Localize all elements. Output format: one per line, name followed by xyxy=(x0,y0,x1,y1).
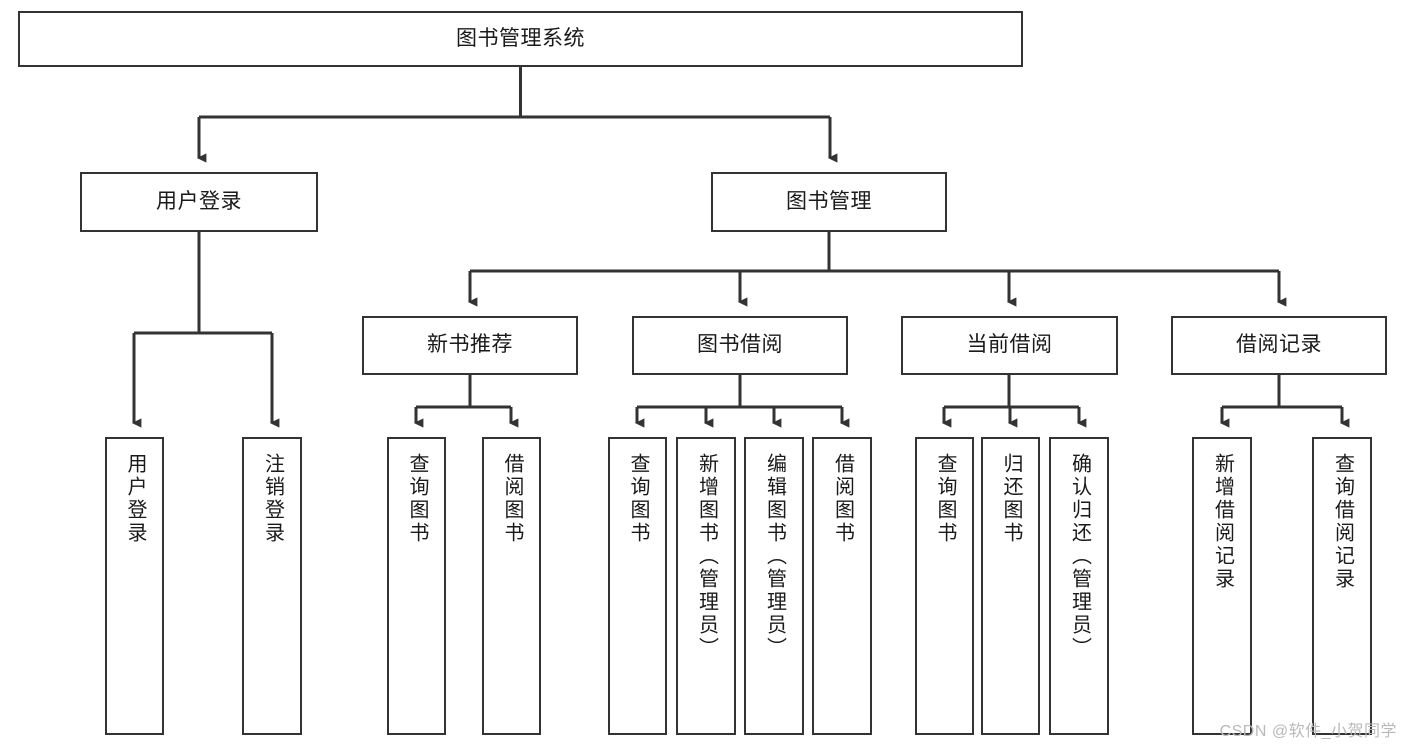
node-leaf-query-book-1[interactable]: 查询图书 xyxy=(387,437,446,735)
node-leaf-borrow-book-2[interactable]: 借阅图书 xyxy=(812,437,872,735)
node-leaf-logout[interactable]: 注销登录 xyxy=(242,437,302,735)
node-leaf-user-login-label: 用户登录 xyxy=(124,453,146,545)
node-book-borrow[interactable]: 图书借阅 xyxy=(632,316,848,375)
node-leaf-query-borrow-record[interactable]: 查询借阅记录 xyxy=(1312,437,1372,735)
node-leaf-borrow-book-1[interactable]: 借阅图书 xyxy=(482,437,541,735)
node-leaf-borrow-book-2-label: 借阅图书 xyxy=(831,453,854,545)
node-book-manage-label: 图书管理 xyxy=(786,189,872,213)
node-leaf-edit-book-admin[interactable]: 编辑图书（管理员） xyxy=(744,437,804,735)
node-leaf-return-book-label: 归还图书 xyxy=(1000,453,1022,545)
node-leaf-edit-book-admin-label: 编辑图书（管理员） xyxy=(763,453,786,660)
node-current-borrow[interactable]: 当前借阅 xyxy=(901,316,1118,375)
node-leaf-add-borrow-record[interactable]: 新增借阅记录 xyxy=(1192,437,1252,735)
node-new-book-recommend[interactable]: 新书推荐 xyxy=(362,316,578,375)
node-leaf-add-book-admin-label: 新增图书（管理员） xyxy=(695,453,718,660)
node-leaf-add-borrow-record-label: 新增借阅记录 xyxy=(1211,453,1234,591)
node-borrow-record-label: 借阅记录 xyxy=(1236,333,1322,357)
node-root-label: 图书管理系统 xyxy=(456,26,585,50)
node-leaf-borrow-book-1-label: 借阅图书 xyxy=(501,453,523,545)
node-leaf-confirm-return-admin[interactable]: 确认归还（管理员） xyxy=(1049,437,1109,735)
node-leaf-query-book-2-label: 查询图书 xyxy=(627,453,649,545)
node-leaf-query-book-3[interactable]: 查询图书 xyxy=(915,437,974,735)
node-user-login-label: 用户登录 xyxy=(156,189,242,213)
node-leaf-query-borrow-record-label: 查询借阅记录 xyxy=(1331,453,1354,591)
node-root[interactable]: 图书管理系统 xyxy=(18,11,1023,67)
node-leaf-query-book-3-label: 查询图书 xyxy=(934,453,956,545)
node-borrow-record[interactable]: 借阅记录 xyxy=(1171,316,1387,375)
node-book-manage[interactable]: 图书管理 xyxy=(711,172,947,232)
csdn-watermark: CSDN @软件_小贺同学 xyxy=(1219,723,1397,740)
node-leaf-confirm-return-admin-label: 确认归还（管理员） xyxy=(1068,453,1091,660)
node-leaf-add-book-admin[interactable]: 新增图书（管理员） xyxy=(676,437,736,735)
node-leaf-query-book-2[interactable]: 查询图书 xyxy=(608,437,667,735)
node-leaf-query-book-1-label: 查询图书 xyxy=(406,453,428,545)
node-book-borrow-label: 图书借阅 xyxy=(697,333,783,357)
node-leaf-user-login[interactable]: 用户登录 xyxy=(105,437,164,735)
node-new-book-recommend-label: 新书推荐 xyxy=(427,333,513,357)
node-leaf-logout-label: 注销登录 xyxy=(261,453,284,545)
node-current-borrow-label: 当前借阅 xyxy=(966,333,1053,357)
node-user-login[interactable]: 用户登录 xyxy=(80,172,318,232)
node-leaf-return-book[interactable]: 归还图书 xyxy=(981,437,1040,735)
